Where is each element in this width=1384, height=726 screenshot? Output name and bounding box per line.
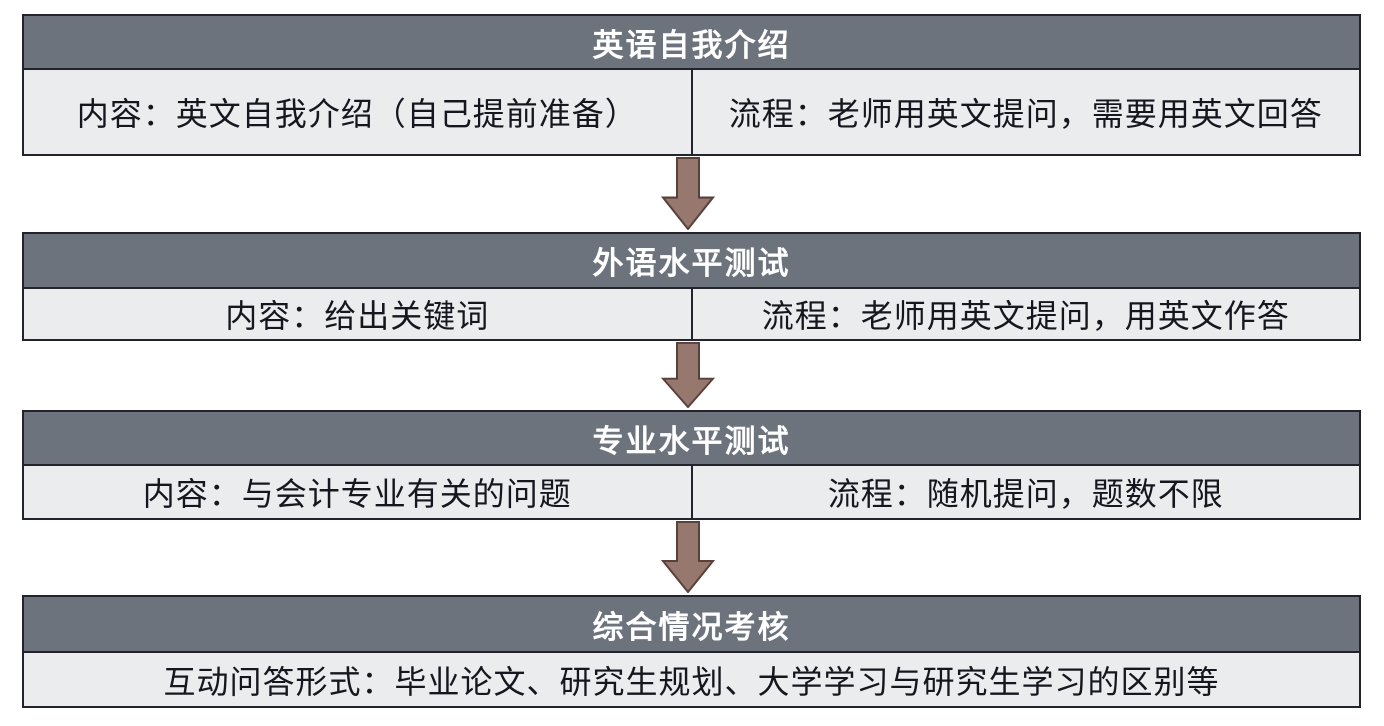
stage-block-english-intro: 英语自我介绍 内容：英文自我介绍（自己提前准备） 流程：老师用英文提问，需要用英… (22, 14, 1361, 156)
stage-title: 外语水平测试 (24, 234, 1359, 289)
stage-title: 英语自我介绍 (24, 16, 1359, 70)
stage-title: 综合情况考核 (24, 597, 1359, 653)
stage-block-comprehensive: 综合情况考核 互动问答形式：毕业论文、研究生规划、大学学习与研究生学习的区别等 (22, 595, 1361, 708)
stage-block-major-test: 专业水平测试 内容：与会计专业有关的问题 流程：随机提问，题数不限 (22, 410, 1361, 520)
stage-body: 内容：英文自我介绍（自己提前准备） 流程：老师用英文提问，需要用英文回答 (24, 70, 1359, 154)
stage-summary-cell: 互动问答形式：毕业论文、研究生规划、大学学习与研究生学习的区别等 (163, 663, 1220, 700)
stage-body: 互动问答形式：毕业论文、研究生规划、大学学习与研究生学习的区别等 (24, 653, 1359, 706)
stage-process-cell: 流程：老师用英文提问，用英文作答 (690, 289, 1360, 339)
stage-process-cell: 流程：随机提问，题数不限 (690, 466, 1360, 518)
down-arrow-icon (661, 157, 715, 230)
stage-body: 内容：给出关键词 流程：老师用英文提问，用英文作答 (24, 289, 1359, 339)
stage-block-language-test: 外语水平测试 内容：给出关键词 流程：老师用英文提问，用英文作答 (22, 232, 1361, 341)
stage-title: 专业水平测试 (24, 412, 1359, 466)
stage-content-cell: 内容：与会计专业有关的问题 (142, 476, 572, 512)
stage-body: 内容：与会计专业有关的问题 流程：随机提问，题数不限 (24, 466, 1359, 518)
down-arrow-icon (661, 521, 715, 593)
stage-process-cell: 流程：老师用英文提问，需要用英文回答 (690, 70, 1360, 154)
stage-content-cell: 内容：英文自我介绍（自己提前准备） (76, 96, 638, 132)
down-arrow-icon (661, 342, 715, 408)
stage-content-cell: 内容：给出关键词 (225, 298, 490, 334)
